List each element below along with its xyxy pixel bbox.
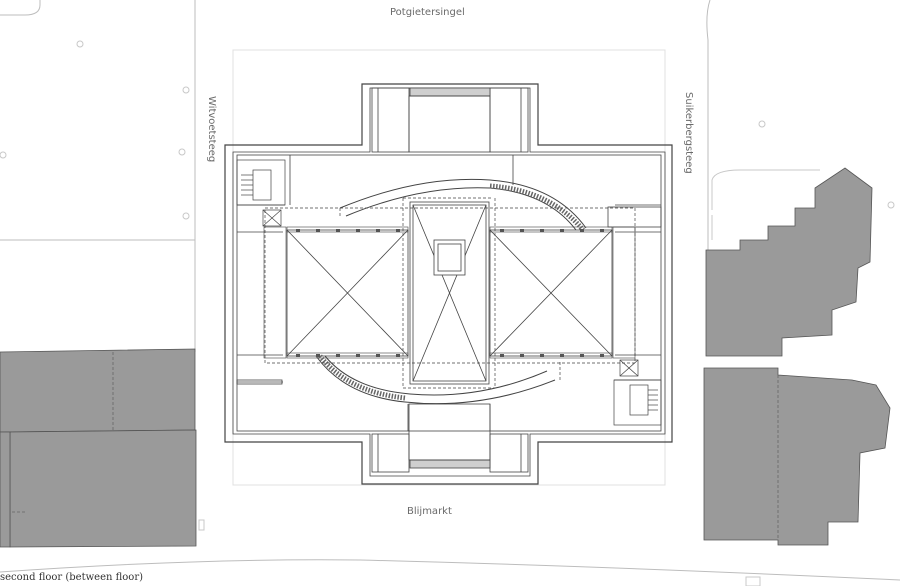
gallery-strips: [263, 226, 636, 359]
column-marks: [296, 229, 604, 357]
south-bay: [371, 403, 529, 473]
street-label-south: Blijmarkt: [407, 506, 452, 517]
oval-stair-ne: [489, 183, 585, 232]
void-centre: [409, 201, 490, 385]
neighbour-east-lower: [703, 367, 891, 546]
stair-north-west: [236, 159, 286, 227]
interior-walls: [236, 154, 662, 432]
neighbour-west-upper: [0, 348, 196, 433]
void-east: [489, 229, 613, 357]
curb-east: [711, 169, 820, 240]
void-west: [286, 229, 409, 357]
neighbour-west-lower: [9, 429, 197, 548]
drawing-caption: second floor (between floor): [0, 572, 144, 583]
north-bay: [371, 87, 529, 153]
street-label-north: Potgietersingel: [390, 7, 465, 18]
neighbour-dividers: [12, 352, 779, 540]
dashed-overhead: [264, 197, 636, 389]
oval-stair-sw: [318, 354, 406, 401]
neighbour-buildings: [0, 167, 891, 548]
neighbour-west-strip: [0, 431, 11, 548]
street-label-east: Suikerbergsteeg: [683, 92, 694, 174]
stair-south-east: [613, 359, 662, 426]
site-markers: [0, 40, 895, 220]
neighbour-east-upper: [705, 167, 873, 357]
building-outline: [224, 83, 673, 485]
street-label-west: Witvoetsteeg: [206, 96, 217, 163]
oval-hall: [315, 178, 587, 405]
bottom-markers: [198, 519, 761, 586]
